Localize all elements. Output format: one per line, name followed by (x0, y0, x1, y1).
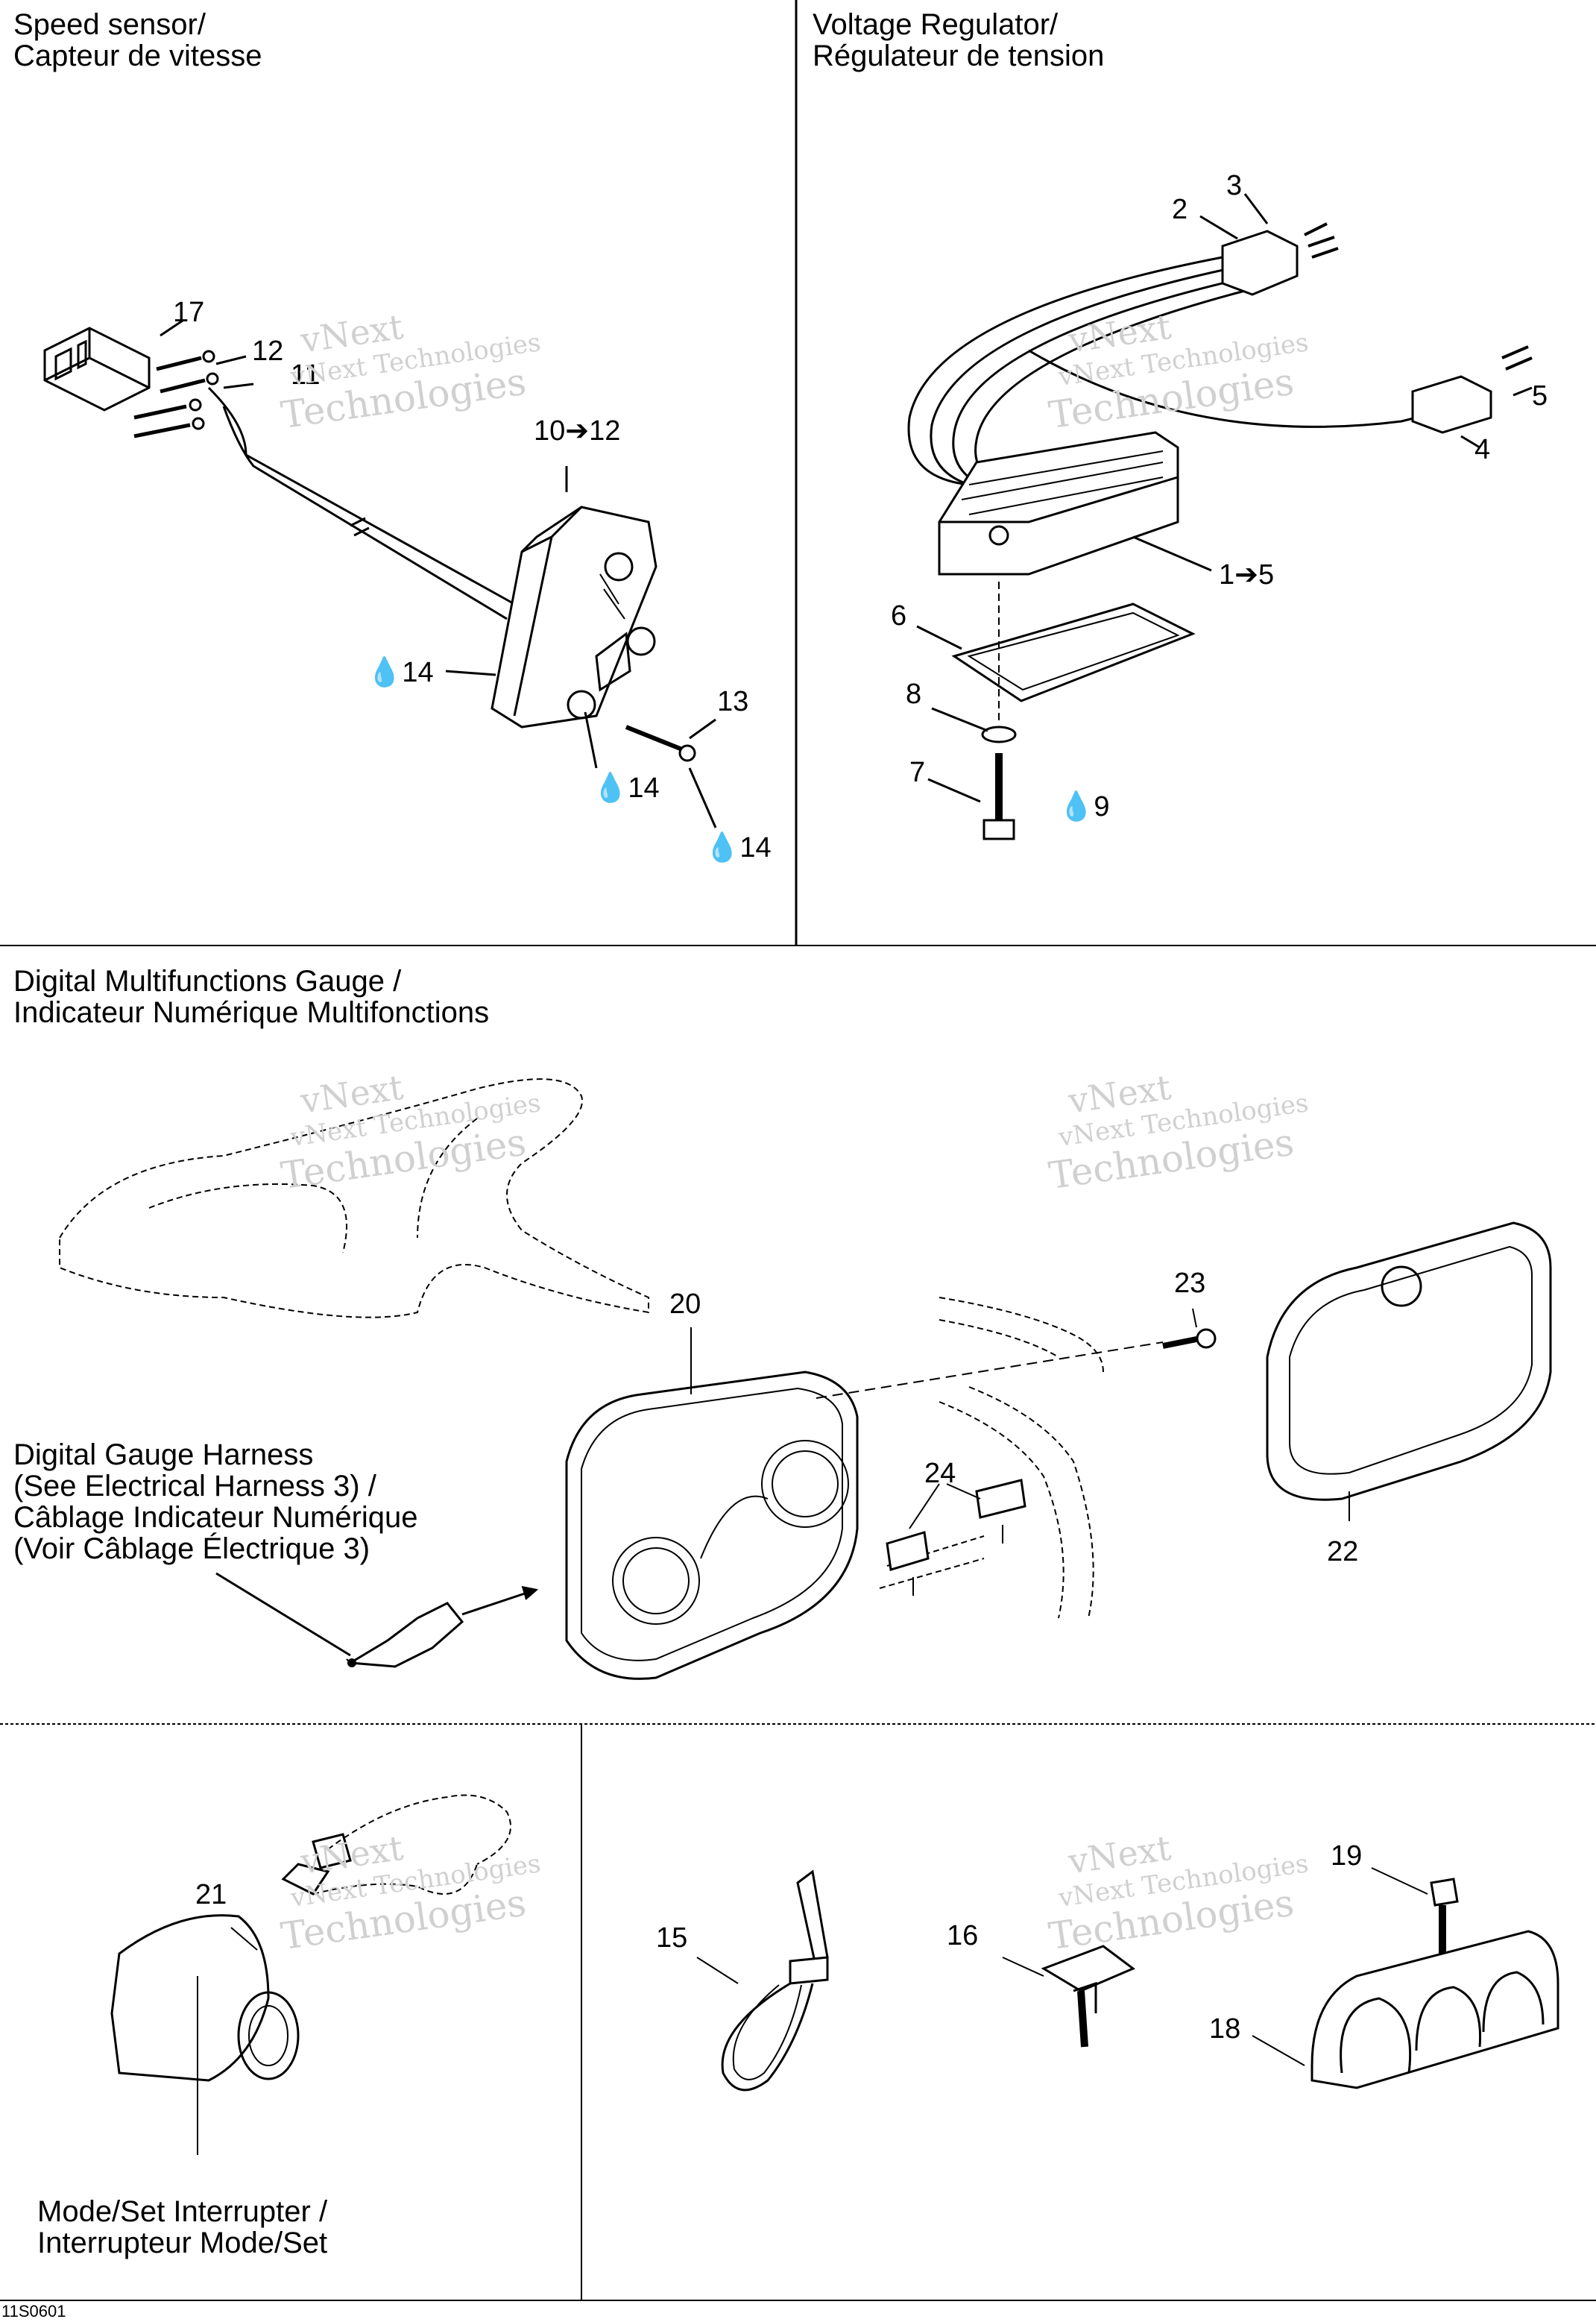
callout-24: 24 (924, 1458, 956, 1489)
gauge-drawing (59, 1078, 1552, 1680)
gauge-title: Digital Multifunctions Gauge / Indicateu… (13, 966, 489, 1028)
callout-14-b: 💧14 (593, 772, 660, 805)
callout-23: 23 (1174, 1268, 1206, 1299)
harness-note-line4: (Voir Câblage Électrique 3) (13, 1532, 370, 1565)
speed-sensor-title-en: Speed sensor/ (13, 8, 206, 41)
callout-10-12: 10➔12 (534, 415, 621, 447)
mode-set-title-en: Mode/Set Interrupter / (37, 2195, 328, 2228)
drop-icon: 💧 (367, 657, 403, 688)
speed-sensor-title: Speed sensor/ Capteur de vitesse (13, 9, 262, 72)
voltage-regulator-drawing (907, 193, 1533, 840)
callout-3: 3 (1226, 170, 1243, 201)
gauge-title-fr: Indicateur Numérique Multifonctions (13, 996, 490, 1029)
callout-14-c-text: 14 (739, 832, 772, 863)
voltage-regulator-title: Voltage Regulator/ Régulateur de tension (813, 9, 1104, 72)
harness-note-line3: Câblage Indicateur Numérique (13, 1501, 418, 1534)
mode-set-title-fr: Interrupteur Mode/Set (37, 2227, 328, 2259)
callout-9-text: 9 (1094, 791, 1110, 822)
gauge-title-en: Digital Multifunctions Gauge / (13, 965, 402, 998)
callout-21: 21 (195, 1879, 227, 1910)
callout-2: 2 (1172, 194, 1188, 225)
speed-sensor-title-fr: Capteur de vitesse (13, 40, 262, 72)
callout-11: 11 (291, 359, 321, 391)
callout-5: 5 (1532, 380, 1548, 412)
callout-1-5: 1➔5 (1219, 559, 1275, 591)
callout-15: 15 (656, 1922, 688, 1954)
callout-6: 6 (891, 600, 907, 632)
speed-sensor-drawing (43, 319, 717, 828)
misc-parts-drawing (696, 1867, 1559, 2092)
callout-14-b-text: 14 (628, 773, 660, 804)
harness-note: Digital Gauge Harness (See Electrical Ha… (13, 1439, 418, 1564)
callout-13: 13 (717, 686, 749, 717)
harness-note-line1: Digital Gauge Harness (13, 1438, 314, 1471)
callout-14-c: 💧14 (704, 831, 772, 864)
callout-12: 12 (252, 336, 284, 367)
voltage-regulator-title-en: Voltage Regulator/ (813, 8, 1059, 41)
mode-set-drawing (110, 1794, 511, 2155)
callout-20: 20 (669, 1289, 701, 1320)
callout-17: 17 (173, 297, 205, 328)
callout-8: 8 (906, 679, 922, 710)
figure-code: 11S0601 (1, 2302, 66, 2321)
drop-icon: 💧 (593, 773, 628, 804)
callout-4: 4 (1474, 434, 1491, 465)
callout-14-a-text: 14 (402, 657, 434, 688)
callout-22: 22 (1327, 1536, 1359, 1567)
harness-note-line2: (See Electrical Harness 3) / (13, 1470, 376, 1503)
drop-icon: 💧 (1059, 791, 1094, 822)
callout-16: 16 (947, 1920, 979, 1951)
callout-9: 💧9 (1059, 790, 1109, 823)
voltage-regulator-title-fr: Régulateur de tension (813, 40, 1105, 72)
callout-19: 19 (1331, 1840, 1363, 1872)
callout-7: 7 (909, 757, 926, 788)
callout-14-a: 💧14 (367, 656, 434, 689)
mode-set-title: Mode/Set Interrupter / Interrupteur Mode… (37, 2196, 327, 2259)
drop-icon: 💧 (704, 832, 740, 863)
callout-18: 18 (1209, 2013, 1241, 2045)
